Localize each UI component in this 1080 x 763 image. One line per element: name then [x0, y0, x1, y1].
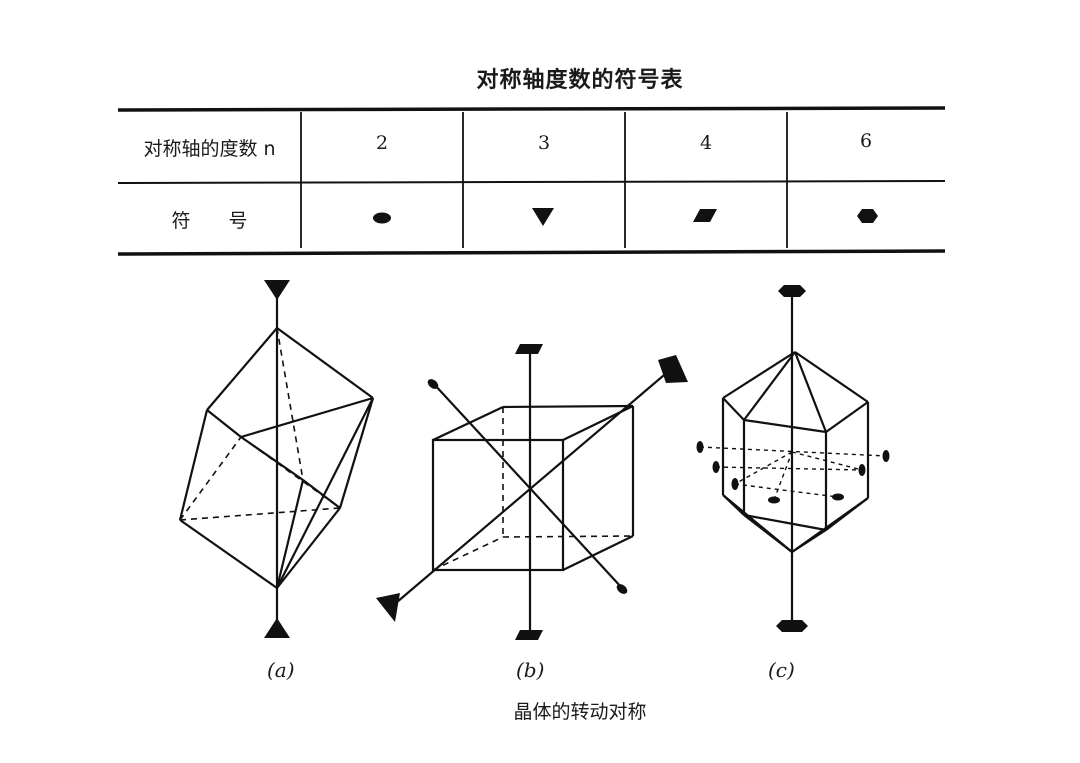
axis-end-lens-icon: [731, 478, 739, 490]
lens-2fold-icon: [373, 212, 391, 224]
axis-end-triangle-top-icon: [264, 280, 290, 300]
table-title: 对称轴度数的符号表: [476, 68, 684, 93]
figure-caption: 晶体的转动对称: [513, 701, 647, 723]
hexagon-6fold-icon: [857, 209, 878, 223]
degree-cell: 4: [699, 132, 713, 154]
row-label-degree: 对称轴的度数 n: [143, 138, 276, 160]
figure-a-rhombohedron: [178, 280, 375, 638]
symbol-table-grid: [117, 106, 946, 256]
axis-end-lens-icon: [712, 461, 720, 473]
degree-cell: 6: [859, 130, 873, 152]
degree-cell: 3: [537, 132, 551, 154]
axis-end-lens-icon: [768, 496, 780, 504]
axis-end-triangle-bottom-icon: [264, 618, 290, 638]
axis-end-lens-icon: [882, 450, 890, 462]
axis-end-square-bottom-icon: [515, 630, 543, 640]
figure-label-a: (a): [267, 658, 295, 682]
figure-b-cube: [376, 344, 688, 640]
axis-end-triangle-lower-icon: [376, 593, 400, 622]
axis-end-triangle-upper-icon: [658, 355, 688, 383]
axis-end-lens-icon: [696, 441, 704, 453]
symbol-row: [373, 208, 878, 226]
axis-end-square-top-icon: [515, 344, 543, 354]
figure-label-c: (c): [768, 658, 795, 682]
axis-end-lens-upper-icon: [427, 379, 439, 389]
axis-end-lens-lower-icon: [616, 584, 628, 594]
parallelogram-4fold-icon: [693, 209, 717, 222]
triangle-3fold-icon: [532, 208, 554, 226]
axis-end-lens-icon: [858, 464, 866, 476]
figure-c-hexagonal-prism: [696, 285, 890, 632]
row-label-symbol: 符 号: [171, 210, 248, 232]
axis-end-hexagon-top-icon: [778, 285, 806, 297]
degree-cell: 2: [375, 132, 389, 154]
axis-end-hexagon-bottom-icon: [776, 620, 808, 632]
figure-label-b: (b): [516, 658, 545, 682]
axis-end-lens-icon: [832, 493, 844, 501]
